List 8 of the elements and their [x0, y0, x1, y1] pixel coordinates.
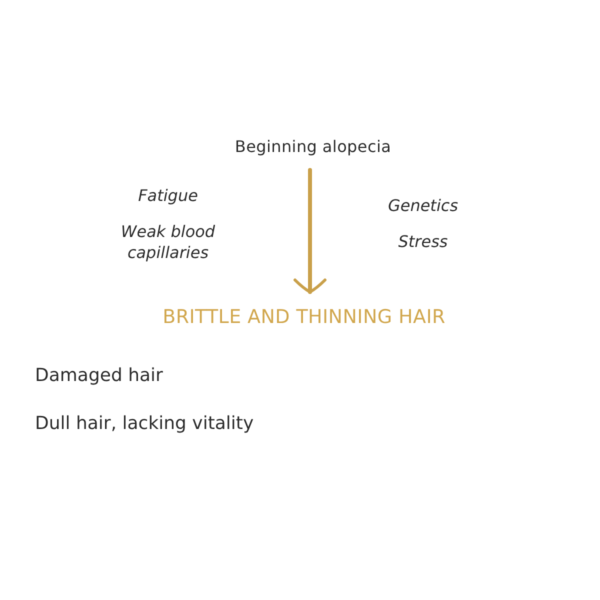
- symptom-label: Damaged hair: [35, 364, 164, 388]
- symptom-label: Dull hair, lacking vitality: [35, 412, 255, 436]
- cause-label: Stress: [397, 232, 449, 253]
- cause-text: Beginning alopecia: [234, 137, 392, 156]
- cause-label: Genetics: [386, 196, 460, 217]
- cause-label: Weak blood capillaries: [120, 222, 216, 264]
- heading-text: BRITTLE AND THINNING HAIR: [162, 306, 446, 328]
- cause-label: Fatigue: [137, 186, 199, 207]
